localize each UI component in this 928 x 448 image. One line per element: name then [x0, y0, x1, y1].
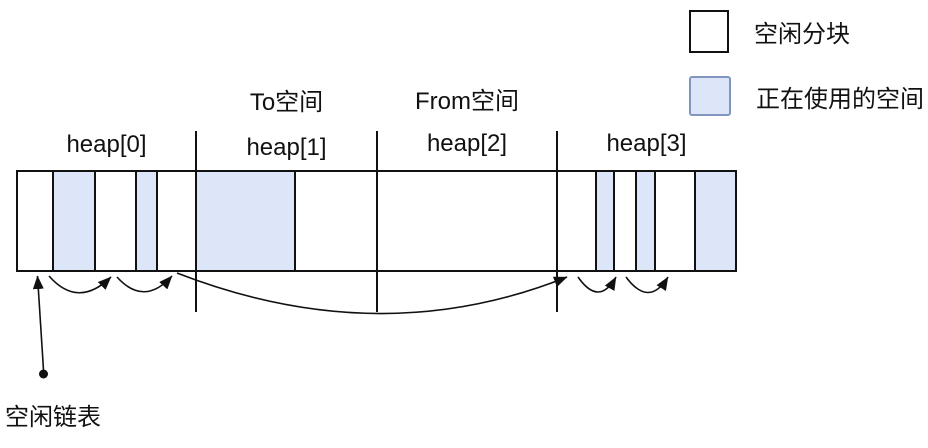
- heap-segment-used: [135, 170, 158, 272]
- legend-label-used: 正在使用的空间: [756, 85, 924, 113]
- heap-segment-used: [694, 170, 737, 272]
- free-list-arc-2: [116, 275, 173, 293]
- heap0-label: heap[0]: [66, 131, 147, 158]
- heap-segment-free: [556, 170, 597, 272]
- heap1-label: heap[1]: [246, 134, 327, 161]
- heap-segment-used: [595, 170, 615, 272]
- heap3-label: heap[3]: [606, 130, 687, 157]
- heap-segment-used: [635, 170, 656, 272]
- free-list-pointer-arrow: [32, 275, 45, 371]
- heap-segment-free: [94, 170, 137, 272]
- heap2-label: heap[2]: [426, 130, 508, 157]
- to-space-label: To空间: [249, 89, 324, 116]
- free-block-swatch: [689, 10, 729, 53]
- heap-segment-free: [294, 170, 378, 272]
- heap-segment-free: [613, 170, 637, 272]
- heap-segment-free: [376, 170, 558, 272]
- heap-segment-used: [52, 170, 96, 272]
- from-space-label: From空间: [415, 88, 519, 115]
- free-list-arc-1: [48, 275, 112, 294]
- legend-item-free: 空闲分块: [689, 10, 924, 53]
- legend-label-free: 空闲分块: [754, 21, 850, 48]
- used-space-swatch: [689, 76, 731, 116]
- free-list-long-arc: [176, 272, 568, 315]
- heap-segment-free: [654, 170, 696, 272]
- legend: 空闲分块 正在使用的空间: [689, 10, 924, 116]
- legend-item-used: 正在使用的空间: [689, 76, 924, 116]
- heap-segment-used: [195, 170, 296, 272]
- free-list-arc-4: [625, 276, 669, 294]
- free-list-arc-3: [577, 276, 617, 293]
- heap-segment-free: [156, 170, 197, 272]
- free-list-arrows: [32, 272, 669, 379]
- free-list-head-dot: [39, 369, 48, 379]
- heap-segment-free: [16, 170, 54, 272]
- free-list-label: 空闲链表: [5, 404, 101, 431]
- heap-bar: [16, 170, 737, 272]
